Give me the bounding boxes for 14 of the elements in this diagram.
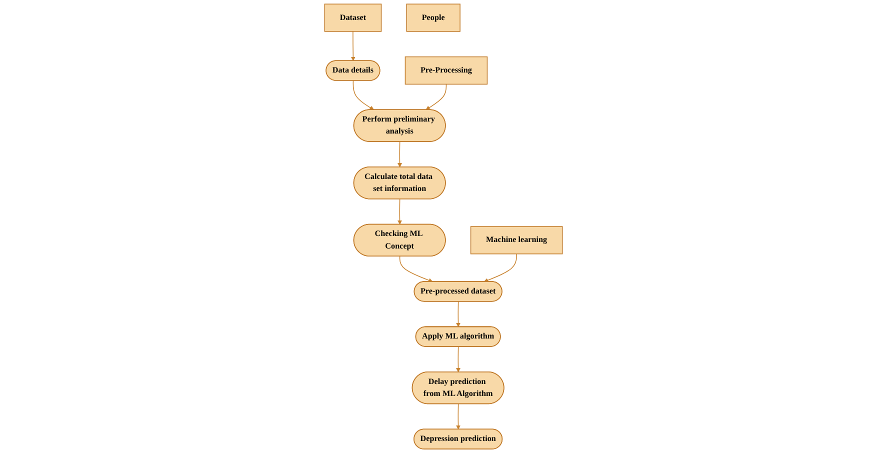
arrow (456, 346, 460, 372)
arrow (484, 254, 517, 282)
node-box: People (406, 4, 460, 32)
arrow (456, 404, 460, 430)
arrow (399, 256, 433, 282)
node-box: Machine learning (470, 226, 563, 254)
arrow (350, 31, 356, 62)
node-box: Dataset (324, 4, 382, 32)
arrow (426, 84, 447, 110)
arrow (352, 80, 374, 110)
arrow (398, 141, 402, 168)
arrow (456, 301, 460, 328)
arrow (398, 198, 402, 225)
node-box: Pre-Processing (404, 56, 488, 85)
